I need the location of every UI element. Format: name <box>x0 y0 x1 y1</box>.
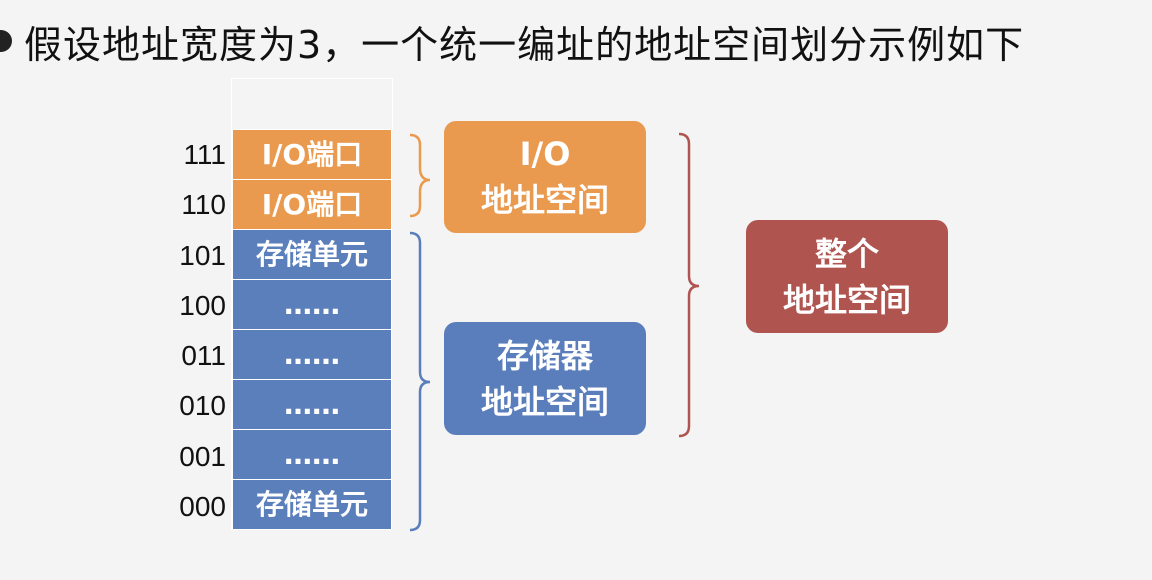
address-label: 100 <box>179 289 226 321</box>
address-label: 101 <box>179 239 226 271</box>
address-space-cells: I/O端口 I/O端口 存储单元 …… …… …… …… 存储单元 <box>231 129 392 530</box>
memory-top-outline <box>231 78 393 130</box>
mem-space-line2: 地址空间 <box>480 382 609 421</box>
memory-brace <box>409 231 431 532</box>
memory-address-space-box: 存储器 地址空间 <box>444 322 646 435</box>
whole-space-line1: 整个 <box>814 234 879 273</box>
io-space-line2: 地址空间 <box>480 181 609 219</box>
address-label: 001 <box>179 440 226 472</box>
io-address-space-box: I/O 地址空间 <box>444 121 646 233</box>
memory-cell: 存储单元 <box>232 480 392 530</box>
address-label: 011 <box>181 340 226 372</box>
whole-space-line2: 地址空间 <box>782 280 911 319</box>
memory-cell: …… <box>232 430 392 480</box>
bullet-icon <box>0 30 12 52</box>
memory-cell: 存储单元 <box>232 230 392 280</box>
address-label: 111 <box>183 139 226 170</box>
whole-space-brace <box>678 132 700 438</box>
mem-space-line1: 存储器 <box>496 336 593 375</box>
address-column: 111 110 101 100 011 010 001 000 <box>166 130 230 532</box>
memory-cell: …… <box>232 330 392 380</box>
address-label: 010 <box>179 390 226 422</box>
address-label: 000 <box>179 491 226 523</box>
whole-address-space-box: 整个 地址空间 <box>746 220 948 333</box>
io-port-cell: I/O端口 <box>232 180 392 230</box>
io-space-line1: I/O <box>519 135 571 173</box>
address-label: 110 <box>181 189 226 221</box>
io-brace <box>409 133 431 218</box>
memory-cell: …… <box>232 380 392 430</box>
io-port-cell: I/O端口 <box>232 129 392 180</box>
memory-cell: …… <box>232 280 392 330</box>
page-title: 假设地址宽度为3，一个统一编址的地址空间划分示例如下 <box>24 23 1025 67</box>
